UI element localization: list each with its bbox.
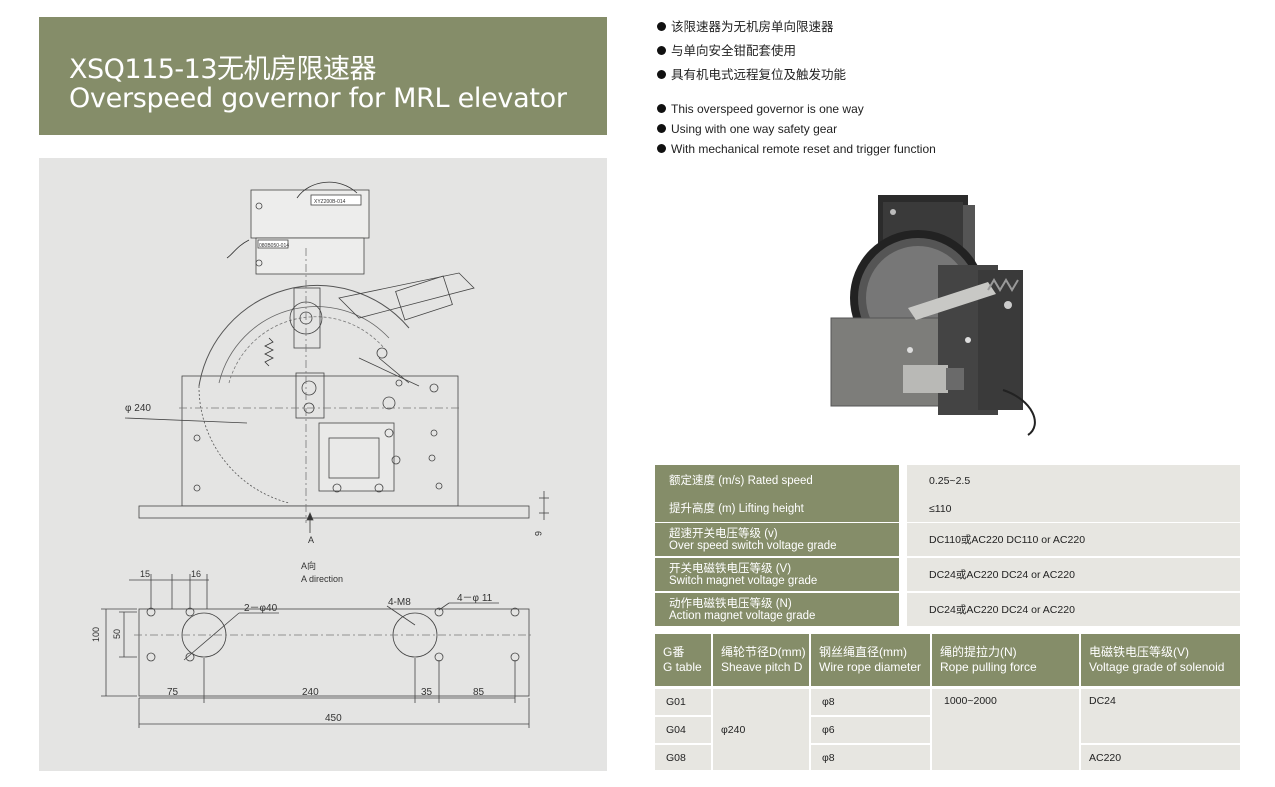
dim-50: 50 <box>112 629 122 639</box>
g-cell-sheave: φ240 <box>713 689 809 770</box>
spec-value: 0.25~2.5 <box>907 465 1240 496</box>
bullet-icon <box>657 124 666 133</box>
feature-en-3: With mechanical remote reset and trigger… <box>657 139 936 159</box>
features-chinese: 该限速器为无机房单向限速器 与单向安全钳配套使用 具有机电式远程复位及触发功能 <box>657 17 846 89</box>
hole-2-label: 2－φ40 <box>244 603 278 614</box>
g-cell-rope-3: φ8 <box>811 745 930 770</box>
spec-label: 开关电磁铁电压等级 (V)Switch magnet voltage grade <box>655 558 899 591</box>
bullet-icon <box>657 144 666 153</box>
bullet-icon <box>657 22 666 31</box>
feature-cn-1: 该限速器为无机房单向限速器 <box>657 17 846 41</box>
g-header-voltage: 电磁铁电压等级(V)Voltage grade of solenoid <box>1081 634 1240 686</box>
arrow-label: A <box>308 535 314 545</box>
bullet-icon <box>657 104 666 113</box>
g-header-force: 绳的提拉力(N)Rope pulling force <box>932 634 1079 686</box>
spec-row-switch-magnet: 开关电磁铁电压等级 (V)Switch magnet voltage grade… <box>655 558 1240 591</box>
dim-35: 35 <box>421 687 433 698</box>
dim-16: 16 <box>191 569 201 579</box>
spec-row-switch-voltage: 超速开关电压等级 (v)Over speed switch voltage gr… <box>655 523 1240 556</box>
plate-text-1: XYZ200B-014 <box>314 199 346 205</box>
g-cell-voltage-1: DC24 <box>1081 689 1240 743</box>
g-cell-row-2: G04 <box>655 717 711 743</box>
spec-label: 超速开关电压等级 (v)Over speed switch voltage gr… <box>655 523 899 556</box>
feature-text: 与单向安全钳配套使用 <box>671 44 797 58</box>
spec-label: 额定速度 (m/s) Rated speed <box>655 465 899 496</box>
spec-row-action-magnet: 动作电磁铁电压等级 (N)Action magnet voltage grade… <box>655 593 1240 626</box>
technical-drawing: XYZ200B-014 080B050-014 <box>39 158 607 771</box>
title-english: Overspeed governor for MRL elevator <box>69 83 567 114</box>
g-cell-rope-1: φ8 <box>811 689 930 715</box>
view-label-en: A direction <box>301 574 343 584</box>
feature-text: 该限速器为无机房单向限速器 <box>671 20 834 34</box>
gap-label: 6 <box>533 531 543 536</box>
feature-en-2: Using with one way safety gear <box>657 119 936 139</box>
hole-4m8-label: 4-M8 <box>388 597 411 608</box>
feature-text: With mechanical remote reset and trigger… <box>671 142 936 156</box>
spec-value: DC110或AC220 DC110 or AC220 <box>907 523 1240 556</box>
dim-15: 15 <box>140 569 150 579</box>
feature-cn-3: 具有机电式远程复位及触发功能 <box>657 65 846 89</box>
view-label-cn: A向 <box>301 560 316 571</box>
g-cell-row-3: G08 <box>655 745 711 770</box>
feature-text: This overspeed governor is one way <box>671 102 864 116</box>
plate-text-2: 080B050-014 <box>259 243 289 249</box>
g-cell-force: 1000~2000 <box>932 689 1079 770</box>
title-chinese: XSQ115-13无机房限速器 <box>69 54 377 85</box>
spec-value: DC24或AC220 DC24 or AC220 <box>907 593 1240 626</box>
dim-450: 450 <box>325 713 342 724</box>
g-header-sheave: 绳轮节径D(mm)Sheave pitch D <box>713 634 809 686</box>
feature-text: Using with one way safety gear <box>671 122 838 136</box>
feature-cn-2: 与单向安全钳配套使用 <box>657 41 846 65</box>
dim-240: 240 <box>302 687 319 698</box>
plan-view: A向 A direction 100 50 <box>91 560 534 728</box>
spec-value: ≤110 <box>907 495 1240 522</box>
spec-label: 提升高度 (m) Lifting height <box>655 495 899 522</box>
spec-row-rated-speed: 额定速度 (m/s) Rated speed 0.25~2.5 <box>655 465 1240 496</box>
elevation-view: XYZ200B-014 080B050-014 <box>124 181 549 545</box>
g-cell-voltage-2: AC220 <box>1081 745 1240 770</box>
dim-100: 100 <box>91 627 101 642</box>
feature-text: 具有机电式远程复位及触发功能 <box>671 68 847 82</box>
drawing-svg: XYZ200B-014 080B050-014 <box>91 181 549 728</box>
spec-label: 动作电磁铁电压等级 (N)Action magnet voltage grade <box>655 593 899 626</box>
title-banner: XSQ115-13无机房限速器 Overspeed governor for M… <box>39 17 607 135</box>
dim-85: 85 <box>473 687 485 698</box>
hole-4-label: 4－φ 11 <box>457 593 493 604</box>
diameter-label: φ 240 <box>125 403 151 414</box>
g-cell-row-1: G01 <box>655 689 711 715</box>
g-cell-rope-2: φ6 <box>811 717 930 743</box>
product-photo <box>830 195 1036 436</box>
bullet-icon <box>657 46 666 55</box>
g-header-rope: 钢丝绳直径(mm)Wire rope diameter <box>811 634 930 686</box>
features-english: This overspeed governor is one way Using… <box>657 99 936 159</box>
spec-row-lifting-height: 提升高度 (m) Lifting height ≤110 <box>655 495 1240 522</box>
spec-value: DC24或AC220 DC24 or AC220 <box>907 558 1240 591</box>
bullet-icon <box>657 70 666 79</box>
feature-en-1: This overspeed governor is one way <box>657 99 936 119</box>
dim-75: 75 <box>167 687 179 698</box>
